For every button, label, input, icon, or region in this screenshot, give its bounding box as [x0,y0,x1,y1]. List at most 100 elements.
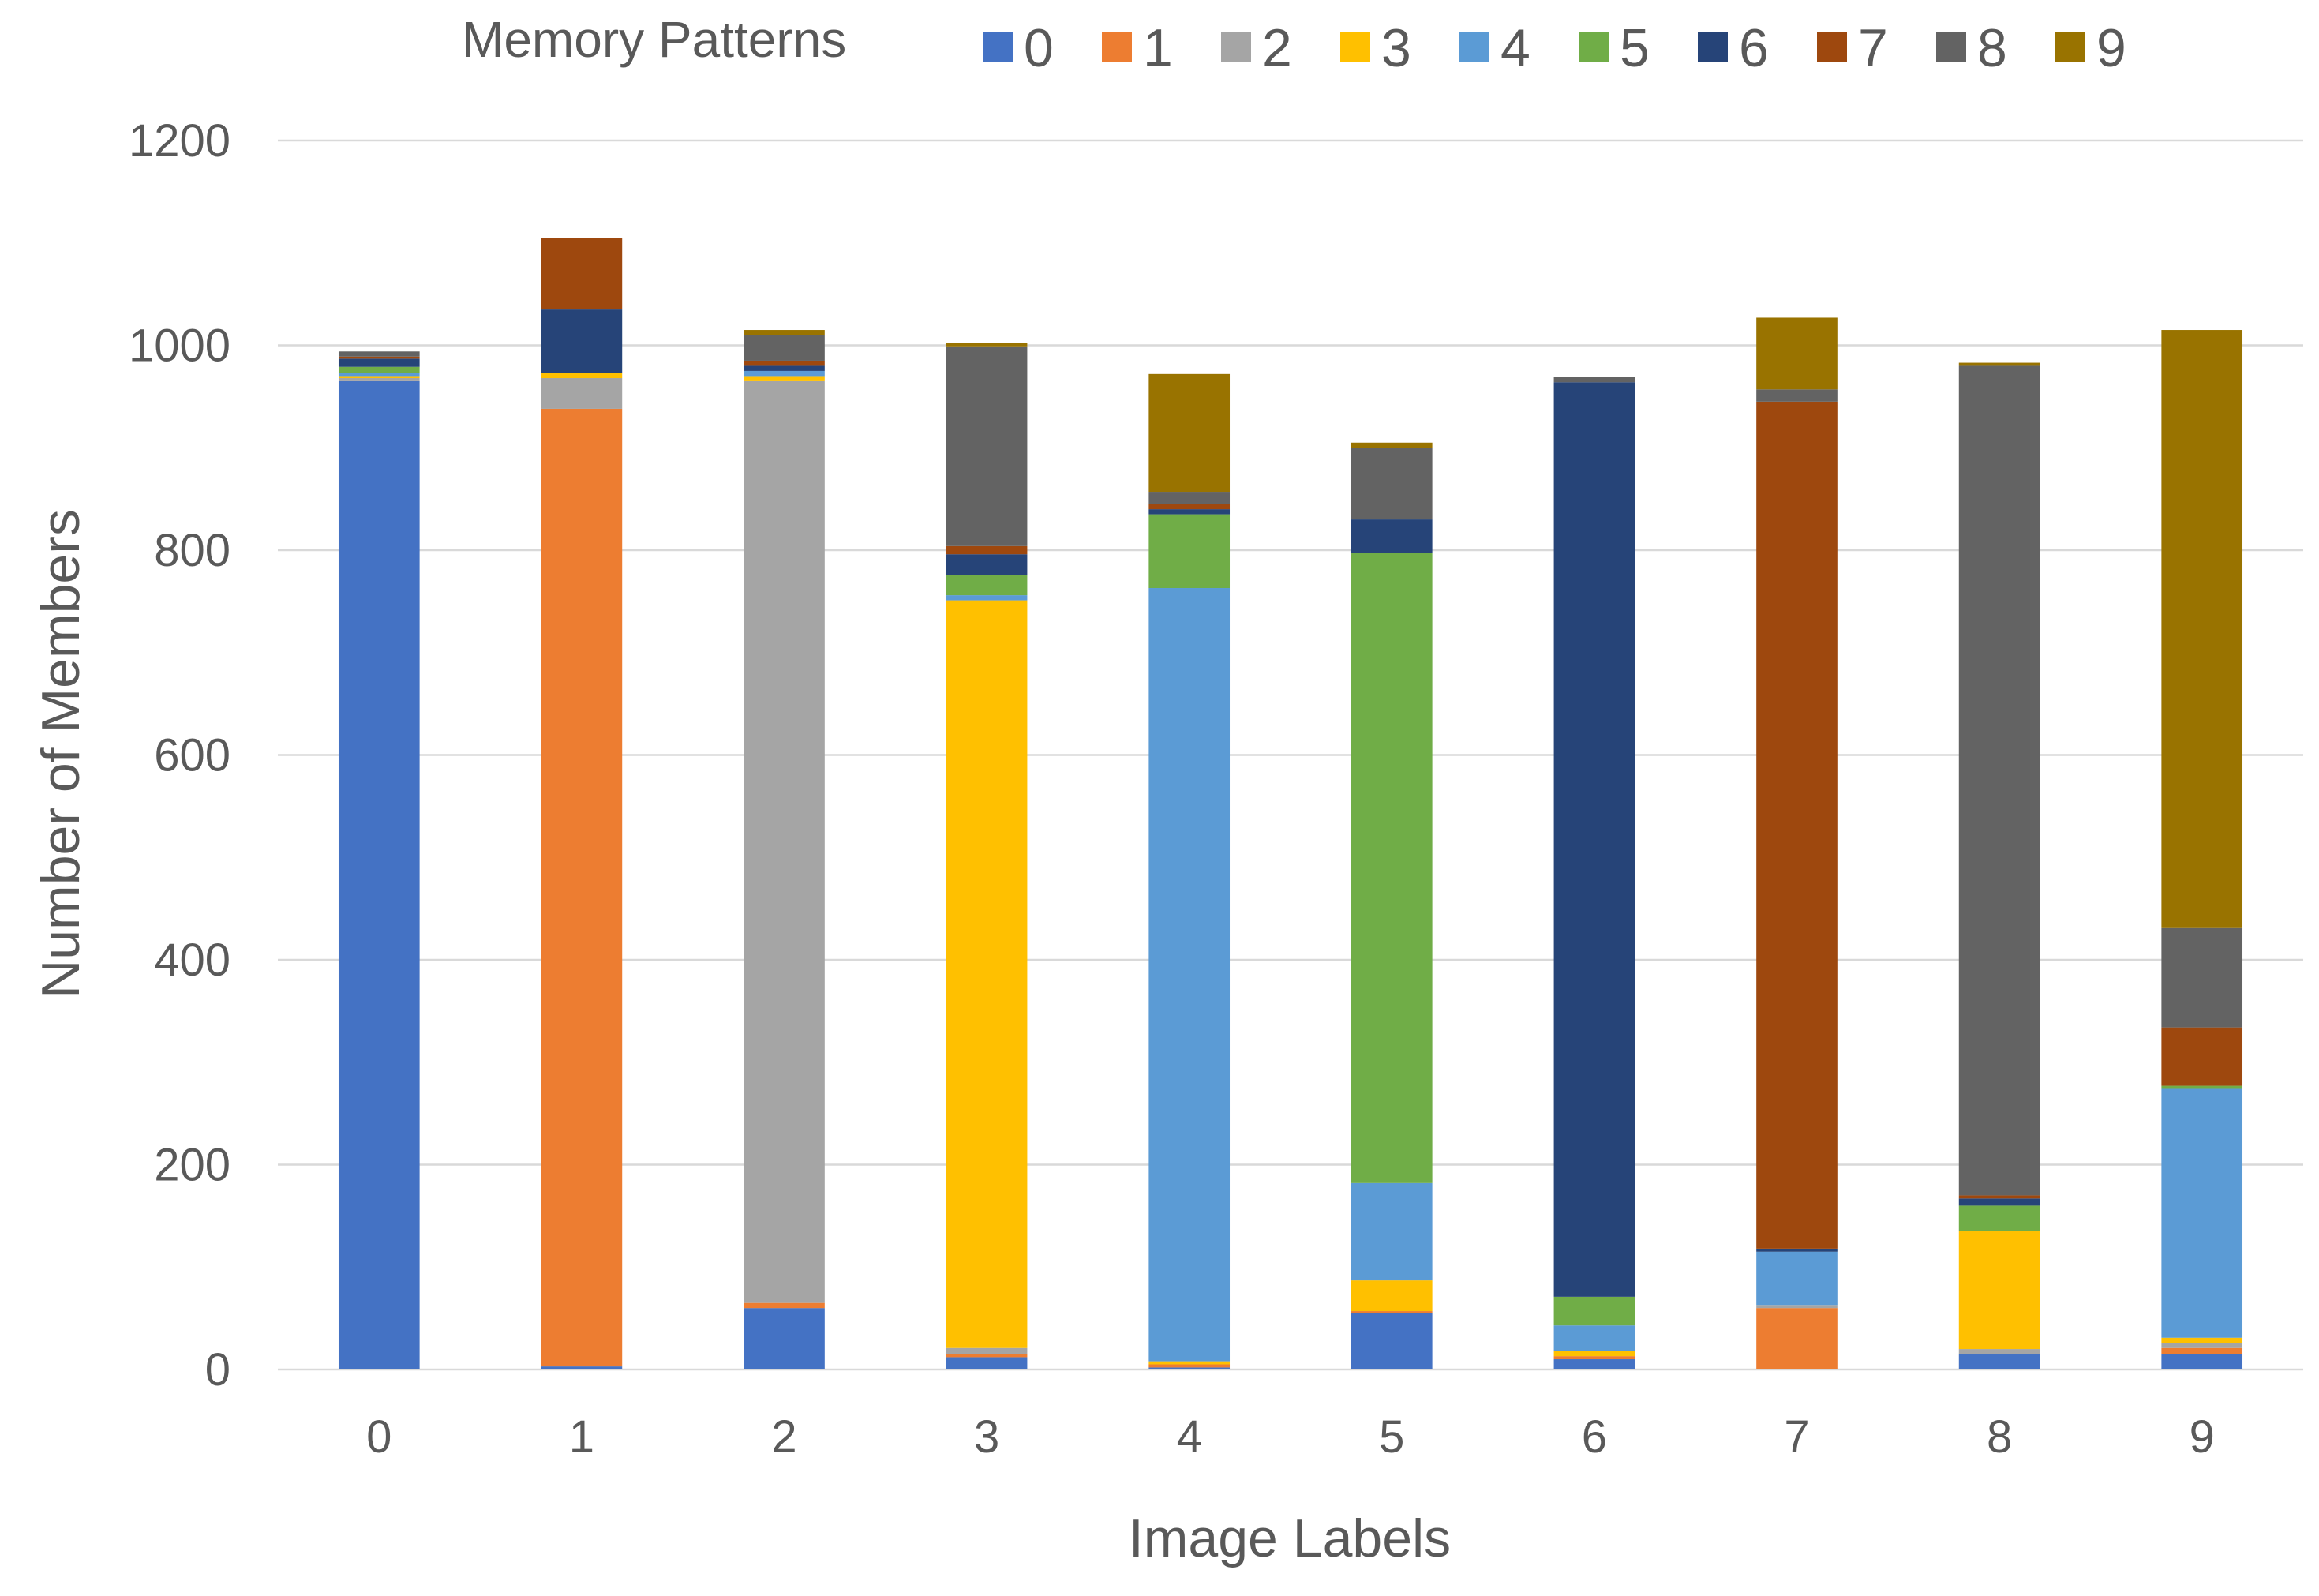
legend-swatch [1936,32,1966,62]
bar-segment-label5-pattern8 [1351,448,1433,520]
bar-segment-label8-pattern9 [1958,362,2040,366]
legend-label: 4 [1500,18,1530,78]
bar-segment-label4-pattern9 [1148,373,1231,493]
bar-stack-6 [1553,377,1635,1369]
bar-segment-label1-pattern3 [541,373,623,379]
bar-segment-label9-pattern9 [2161,330,2243,928]
bar-segment-label5-pattern1 [1351,1311,1433,1313]
bar-segment-label0-pattern4 [338,373,420,377]
bar-segment-label3-pattern2 [946,1347,1028,1354]
bar-segment-label6-pattern6 [1553,382,1635,1297]
y-tick-label: 600 [154,730,230,781]
legend-item-1: 1 [1102,18,1173,78]
bar-stack-5 [1351,442,1433,1369]
bar-segment-label0-pattern0 [338,380,420,1370]
bar-stack-0 [338,351,420,1370]
legend-swatch [1817,32,1847,62]
legend-swatch [1102,32,1132,62]
x-tick-label: 4 [1177,1411,1202,1463]
bar-segment-label5-pattern9 [1351,442,1433,448]
bar-segment-label2-pattern0 [744,1308,825,1369]
bar-segment-label5-pattern4 [1351,1182,1433,1281]
legend-label: 8 [1977,18,2007,78]
bar-segment-label4-pattern8 [1148,492,1231,504]
legend-label: 7 [1858,18,1888,78]
bar-segment-label9-pattern2 [2161,1343,2243,1348]
x-tick-label: 0 [366,1411,391,1463]
bar-segment-label7-pattern7 [1756,401,1838,1249]
y-tick-label: 200 [154,1140,230,1191]
bar-segment-label0-pattern3 [338,376,420,379]
legend-item-3: 3 [1340,18,1411,78]
bar-segment-label3-pattern1 [946,1354,1028,1358]
bar-segment-label8-pattern0 [1958,1354,2040,1369]
legend-item-4: 4 [1459,18,1530,78]
bar-segment-label3-pattern5 [946,575,1028,596]
bar-segment-label4-pattern0 [1148,1367,1231,1369]
x-tick-label: 5 [1379,1411,1404,1463]
bar-segment-label5-pattern0 [1351,1313,1433,1369]
bar-segment-label9-pattern4 [2161,1088,2243,1338]
y-tick-label: 1000 [129,320,230,372]
bar-segment-label7-pattern4 [1756,1251,1838,1306]
bar-segment-label6-pattern1 [1553,1356,1635,1360]
legend-swatch [1340,32,1370,62]
bar-segment-label2-pattern4 [744,370,825,377]
bar-segment-label3-pattern9 [946,343,1028,347]
bar-segment-label2-pattern7 [744,360,825,366]
bar-segment-label5-pattern6 [1351,519,1433,553]
legend-label: 0 [1024,18,1054,78]
bar-segment-label1-pattern1 [541,408,623,1367]
legend-item-5: 5 [1579,18,1650,78]
legend-swatch [983,32,1013,62]
y-tick-label: 1200 [129,115,230,167]
legend-swatch [1579,32,1609,62]
legend-item-7: 7 [1817,18,1888,78]
bar-segment-label7-pattern8 [1756,389,1838,402]
legend-label: 3 [1381,18,1411,78]
x-axis-title: Image Labels [1129,1508,1451,1568]
bar-segment-label5-pattern3 [1351,1280,1433,1312]
bar-stack-8 [1958,362,2040,1369]
y-tick-label: 0 [205,1344,230,1396]
bar-stack-9 [2161,330,2243,1369]
y-axis-title: Number of Members [31,509,91,998]
x-tick-label: 6 [1582,1411,1607,1463]
bar-segment-label4-pattern6 [1148,509,1231,515]
bar-segment-label3-pattern8 [946,346,1028,546]
bar-segment-label0-pattern8 [338,351,420,357]
bar-segment-label3-pattern3 [946,600,1028,1348]
bar-segment-label8-pattern7 [1958,1195,2040,1199]
bar-segment-label9-pattern8 [2161,927,2243,1028]
bar-segment-label6-pattern0 [1553,1359,1635,1369]
bar-segment-label4-pattern3 [1148,1361,1231,1365]
bar-segment-label8-pattern2 [1958,1349,2040,1354]
bar-segment-label8-pattern3 [1958,1231,2040,1350]
bar-segment-label7-pattern2 [1756,1305,1838,1309]
bar-segment-label2-pattern1 [744,1302,825,1309]
x-tick-label: 3 [974,1411,999,1463]
bar-segment-label0-pattern7 [338,356,420,359]
x-tick-label: 8 [1987,1411,2012,1463]
bar-segment-label0-pattern6 [338,358,420,367]
bar-segment-label6-pattern4 [1553,1325,1635,1351]
bar-segment-label9-pattern5 [2161,1085,2243,1089]
legend-label: 1 [1143,18,1173,78]
bar-segment-label2-pattern2 [744,380,825,1303]
bar-segment-label9-pattern0 [2161,1354,2243,1369]
bar-stack-2 [744,330,825,1369]
bar-segment-label1-pattern2 [541,378,623,409]
bar-segment-label4-pattern7 [1148,504,1231,510]
bar-segment-label4-pattern1 [1148,1364,1231,1368]
bar-segment-label6-pattern5 [1553,1296,1635,1326]
bar-segment-label8-pattern5 [1958,1205,2040,1231]
legend-label: 5 [1620,18,1650,78]
legend-swatch [2055,32,2085,62]
legend-label: 6 [1739,18,1769,78]
bar-segment-label5-pattern5 [1351,553,1433,1183]
legend-swatch [1221,32,1251,62]
